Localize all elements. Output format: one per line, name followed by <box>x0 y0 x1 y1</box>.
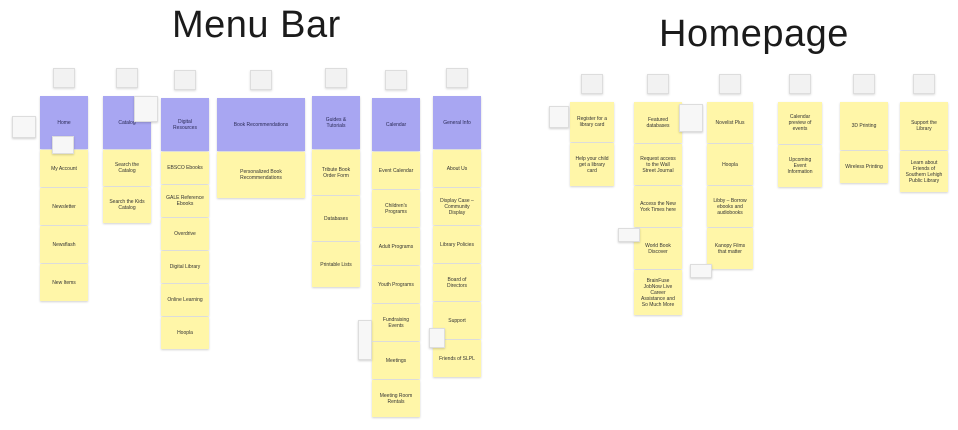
menu-item[interactable]: My Account <box>40 150 88 187</box>
homepage-item[interactable]: Novelist Plus <box>707 102 753 143</box>
comment-note <box>429 328 445 348</box>
menu-column-book-recommendations: Book Recommendations Personalized Book R… <box>217 70 305 199</box>
homepage-item[interactable]: Learn about Friends of Southern Lehigh P… <box>900 151 948 192</box>
menu-column-digital-resources: Digital Resources EBSCO Ebooks GALE Refe… <box>161 70 209 350</box>
column-tag <box>853 74 875 94</box>
menu-item[interactable]: Board of Directors <box>433 264 481 301</box>
menu-header-general-info[interactable]: General Info <box>433 96 481 149</box>
comment-note <box>690 264 712 278</box>
column-tag <box>446 68 468 88</box>
menu-column-calendar: Calendar Event Calendar Children's Progr… <box>372 70 420 418</box>
menu-item[interactable]: Online Learning <box>161 284 209 316</box>
menu-header-book-recommendations[interactable]: Book Recommendations <box>217 98 305 151</box>
comment-note <box>679 104 703 132</box>
column-tag <box>385 70 407 90</box>
menu-item[interactable]: New Items <box>40 264 88 301</box>
homepage-column-printing: 3D Printing Wireless Printing <box>840 74 888 184</box>
column-tag <box>53 68 75 88</box>
menu-column-guides-tutorials: Guides & Tutorials Tribute Book Order Fo… <box>312 68 360 288</box>
column-tag <box>174 70 196 90</box>
menu-item[interactable]: Search the Catalog <box>103 150 151 186</box>
menu-header-digital-resources[interactable]: Digital Resources <box>161 98 209 151</box>
menu-item[interactable]: Newsletter <box>40 188 88 225</box>
menu-item[interactable]: Databases <box>312 196 360 241</box>
homepage-column-calendar: Calendar preview of events Upcoming Even… <box>778 74 822 188</box>
menu-item[interactable]: Library Policies <box>433 226 481 263</box>
column-tag <box>719 74 741 94</box>
menu-item[interactable]: Adult Programs <box>372 228 420 265</box>
comment-note <box>52 136 74 154</box>
comment-note <box>12 116 36 138</box>
menu-item[interactable]: Youth Programs <box>372 266 420 303</box>
homepage-item[interactable]: Calendar preview of events <box>778 102 822 144</box>
homepage-item[interactable]: Support the Library <box>900 102 948 150</box>
homepage-item[interactable]: Libby – Borrow ebooks and audiobooks <box>707 186 753 227</box>
menu-item[interactable]: Hoopla <box>161 317 209 349</box>
menu-item[interactable]: Search the Kids Catalog <box>103 187 151 223</box>
column-tag <box>647 74 669 94</box>
column-tag <box>325 68 347 88</box>
homepage-item[interactable]: Featured databases <box>634 102 682 143</box>
menu-item[interactable]: Tribute Book Order Form <box>312 150 360 195</box>
menu-item[interactable]: EBSCO Ebooks <box>161 152 209 184</box>
homepage-item[interactable]: Register for a library card <box>570 102 614 142</box>
menu-item[interactable]: Overdrive <box>161 218 209 250</box>
menu-item[interactable]: Event Calendar <box>372 152 420 189</box>
menu-item[interactable]: GALE Reference Ebooks <box>161 185 209 217</box>
comment-note <box>549 106 569 128</box>
menu-item[interactable]: Meeting Room Rentals <box>372 380 420 417</box>
homepage-item[interactable]: Upcoming Event Information <box>778 145 822 187</box>
menu-bar-title: Menu Bar <box>172 4 341 46</box>
homepage-column-databases: Featured databases Request access to the… <box>634 74 682 316</box>
comment-note <box>134 96 158 122</box>
menu-header-calendar[interactable]: Calendar <box>372 98 420 151</box>
menu-item[interactable]: Fundraising Events <box>372 304 420 341</box>
menu-header-guides-tutorials[interactable]: Guides & Tutorials <box>312 96 360 149</box>
column-tag <box>250 70 272 90</box>
menu-item[interactable]: Digital Library <box>161 251 209 283</box>
column-tag <box>581 74 603 94</box>
comment-note <box>358 320 372 360</box>
homepage-item[interactable]: Kanopy Films that matter <box>707 228 753 269</box>
homepage-item[interactable]: World Book Discover <box>634 228 682 269</box>
menu-item[interactable]: Printable Lists <box>312 242 360 287</box>
menu-item[interactable]: Meetings <box>372 342 420 379</box>
menu-item[interactable]: Display Case – Community Display <box>433 188 481 225</box>
menu-item[interactable]: Personalized Book Recommendations <box>217 152 305 198</box>
comment-note <box>618 228 640 242</box>
menu-column-home: Home My Account Newsletter Newsflash New… <box>40 68 88 302</box>
column-tag <box>789 74 811 94</box>
column-tag <box>913 74 935 94</box>
homepage-item[interactable]: Help your child get a library card <box>570 143 614 186</box>
homepage-item[interactable]: Access the New York Times here <box>634 186 682 227</box>
homepage-item[interactable]: BrainFuse JobNow Live Career Assistance … <box>634 270 682 315</box>
menu-item[interactable]: Children's Programs <box>372 190 420 227</box>
homepage-item[interactable]: 3D Printing <box>840 102 888 150</box>
homepage-column-library-card: Register for a library card Help your ch… <box>570 74 614 187</box>
homepage-column-ebooks: Novelist Plus Hoopla Libby – Borrow eboo… <box>707 74 753 270</box>
homepage-column-support: Support the Library Learn about Friends … <box>900 74 948 193</box>
homepage-title: Homepage <box>659 13 849 55</box>
menu-column-general-info: General Info About Us Display Case – Com… <box>433 68 481 378</box>
menu-column-catalog: Catalog Search the Catalog Search the Ki… <box>103 68 151 224</box>
column-tag <box>116 68 138 88</box>
menu-item[interactable]: About Us <box>433 150 481 187</box>
homepage-item[interactable]: Wireless Printing <box>840 151 888 183</box>
homepage-item[interactable]: Request access to the Wall Street Journa… <box>634 144 682 185</box>
menu-item[interactable]: Newsflash <box>40 226 88 263</box>
homepage-item[interactable]: Hoopla <box>707 144 753 185</box>
